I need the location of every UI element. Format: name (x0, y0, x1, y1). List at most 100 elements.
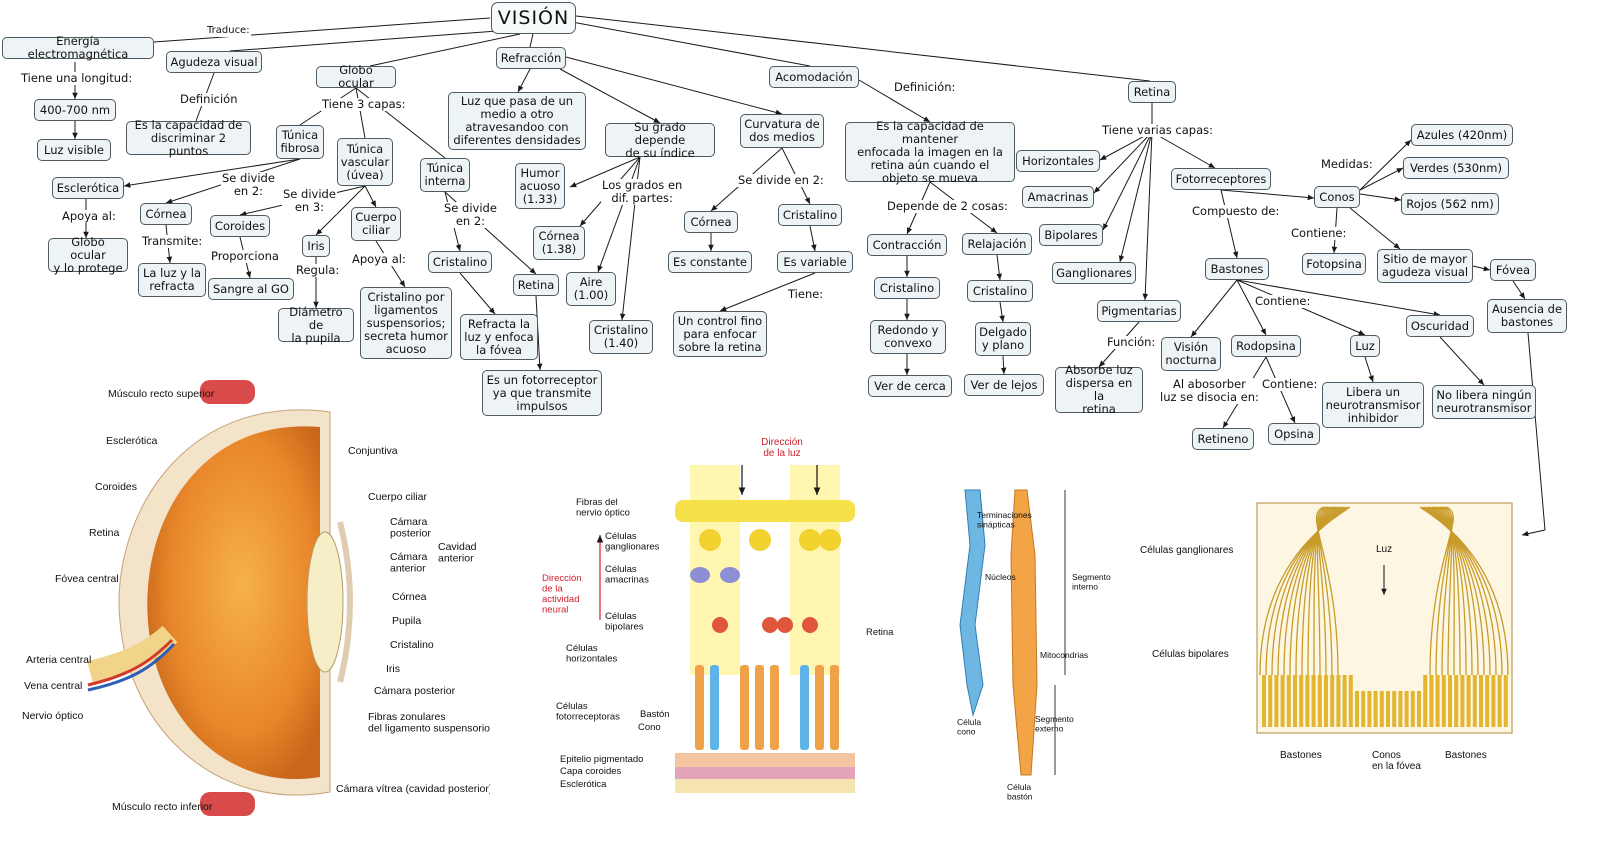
node-horizontales[interactable]: Horizontales (1016, 150, 1100, 172)
node-luz-medio[interactable]: Luz que pasa de un medio a otro atravesa… (448, 92, 586, 150)
node-luz-refracta[interactable]: La luz y la refracta (138, 263, 206, 297)
photoreceptor-bar (1293, 675, 1297, 727)
bipolar-cell (712, 617, 728, 633)
node-azules[interactable]: Azules (420nm) (1411, 124, 1513, 146)
node-cristalino-140[interactable]: Cristalino (1.40) (589, 320, 653, 354)
rod-cell (815, 665, 824, 750)
node-agudeza[interactable]: Agudeza visual (166, 51, 262, 73)
node-globo-protege[interactable]: Globo ocular y lo protege (48, 235, 128, 274)
node-luz[interactable]: Luz (1350, 335, 1380, 357)
node-acom-def[interactable]: Es la capacidad de mantener enfocada la … (845, 119, 1015, 184)
connector-line (1142, 131, 1153, 301)
node-globo[interactable]: Globo ocular (316, 64, 396, 90)
node-rodopsina[interactable]: Rodopsina (1231, 335, 1301, 357)
node-energia[interactable]: Energía electromagnética (2, 35, 154, 61)
fiber-left (1277, 506, 1345, 676)
node-ganglionares[interactable]: Ganglionares (1052, 262, 1136, 284)
node-fotorreceptores[interactable]: Fotorreceptores (1171, 168, 1271, 190)
photoreceptor-bar (1441, 675, 1446, 727)
node-bastones[interactable]: Bastones (1205, 258, 1269, 280)
node-fibrosa[interactable]: Túnica fibrosa (276, 125, 324, 159)
node-amacrinas[interactable]: Amacrinas (1022, 186, 1094, 208)
rod-cell (695, 665, 704, 750)
node-grado-indice[interactable]: Su grado depende de su índice (605, 120, 715, 159)
node-sangre-go[interactable]: Sangre al GO (208, 278, 294, 300)
node-retineno[interactable]: Retineno (1192, 428, 1254, 450)
node-curvatura[interactable]: Curvatura de dos medios (740, 114, 824, 148)
node-retina1[interactable]: Retina (513, 274, 559, 296)
node-cornea2[interactable]: Córnea (684, 211, 738, 233)
node-constante[interactable]: Es constante (668, 251, 752, 273)
photoreceptor-bar (1423, 675, 1428, 727)
node-oscuridad[interactable]: Oscuridad (1406, 315, 1474, 337)
root-node[interactable]: VISIÓN (491, 2, 576, 34)
photoreceptor-bar (1472, 675, 1477, 727)
node-cornea1[interactable]: Córnea (140, 203, 192, 225)
node-iris[interactable]: Iris (302, 235, 330, 257)
node-cuerpo-ciliar[interactable]: Cuerpo ciliar (351, 207, 401, 241)
node-delgado[interactable]: Delgado y plano (975, 322, 1031, 356)
fiber-left (1307, 506, 1335, 676)
fovea-label: Bastones (1280, 750, 1322, 761)
node-cristalino1[interactable]: Cristalino (428, 251, 492, 273)
node-humor[interactable]: Humor acuoso (1.33) (515, 163, 565, 209)
link-label-longitud: Tiene una longitud: (20, 71, 134, 85)
connector-line (996, 254, 1003, 281)
node-opsina[interactable]: Opsina (1268, 423, 1320, 445)
node-control-fino[interactable]: Un control fino para enfocar sobre la re… (673, 311, 767, 357)
node-variable[interactable]: Es variable (777, 251, 853, 273)
node-cerca[interactable]: Ver de cerca (868, 375, 952, 397)
node-pigmentarias[interactable]: Pigmentarias (1097, 300, 1181, 322)
node-interna[interactable]: Túnica interna (420, 158, 470, 192)
node-cristalino-lig[interactable]: Cristalino por ligamentos suspensorios; … (360, 287, 452, 359)
connector-line (1349, 207, 1401, 250)
node-luz-visible[interactable]: Luz visible (37, 139, 111, 161)
node-contraccion[interactable]: Contracción (867, 234, 947, 256)
fiber-left (1271, 506, 1347, 676)
node-agudeza-def[interactable]: Es la capacidad de discriminar 2 puntos (126, 118, 251, 157)
node-rango[interactable]: 400-700 nm (34, 99, 116, 121)
node-esclerotica[interactable]: Esclerótica (52, 177, 124, 199)
node-fotopsina[interactable]: Fotopsina (1302, 253, 1366, 275)
node-fovea[interactable]: Fóvea (1490, 259, 1536, 281)
connector-line (1220, 189, 1315, 201)
node-vision-nocturna[interactable]: Visión nocturna (1161, 337, 1221, 371)
node-lejos[interactable]: Ver de lejos (964, 374, 1044, 396)
photoreceptor-bar (1398, 691, 1403, 727)
node-verdes[interactable]: Verdes (530nm) (1403, 157, 1509, 179)
node-vascular[interactable]: Túnica vascular (úvea) (337, 138, 393, 186)
node-sitio[interactable]: Sitio de mayor agudeza visual (1377, 249, 1473, 283)
node-refracta-fovea[interactable]: Refracta la luz y enfoca la fóvea (460, 314, 538, 360)
node-rojos[interactable]: Rojos (562 nm) (1401, 193, 1499, 215)
fiber-right (1429, 506, 1479, 676)
node-libera[interactable]: Libera un neurotransmisor inhibidor (1322, 382, 1424, 428)
node-conos[interactable]: Conos (1314, 186, 1360, 208)
node-ausencia[interactable]: Ausencia de bastones (1487, 299, 1567, 333)
node-relajacion[interactable]: Relajación (962, 233, 1032, 255)
node-bipolares[interactable]: Bipolares (1039, 224, 1103, 246)
node-cristalino3[interactable]: Cristalino (874, 277, 940, 299)
node-cristalino4[interactable]: Cristalino (967, 280, 1033, 302)
node-fotorreceptor[interactable]: Es un fotorreceptor ya que transmite imp… (482, 370, 602, 416)
link-label-tres-capas: Tiene 3 capas: (321, 97, 407, 111)
connector-line (355, 87, 366, 139)
node-cristalino2[interactable]: Cristalino (778, 204, 842, 226)
node-retina2[interactable]: Retina (1128, 81, 1176, 103)
node-diametro[interactable]: Diámetro de la pupila (278, 305, 354, 344)
node-redondo[interactable]: Redondo y convexo (870, 320, 946, 354)
node-refraccion[interactable]: Refracción (496, 47, 566, 69)
node-no-libera[interactable]: No libera ningún neurotransmisor (1432, 385, 1536, 419)
photoreceptor-bar (1336, 675, 1341, 727)
photoreceptor-bar (1448, 675, 1452, 727)
node-acomodacion[interactable]: Acomodación (769, 66, 859, 88)
node-cornea-138[interactable]: Córnea (1.38) (533, 226, 585, 260)
eye-label: Pupila (392, 615, 421, 627)
cone-cell (710, 665, 719, 750)
photoreceptor-bar (1342, 675, 1347, 727)
node-coroides[interactable]: Coroides (210, 215, 270, 237)
node-absorbe[interactable]: Absorbe luz dispersa en la retina (1055, 364, 1143, 416)
node-aire[interactable]: Aire (1.00) (566, 272, 616, 306)
